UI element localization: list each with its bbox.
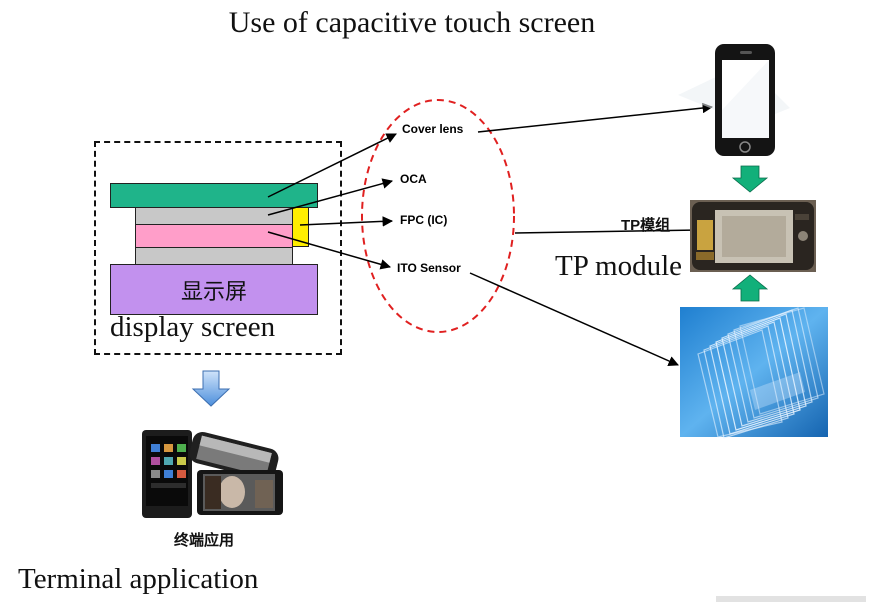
display-layer: 显示屏 (110, 264, 318, 315)
tp-module-cn-label: TP模组 (621, 217, 671, 234)
oca-leader (267, 178, 394, 216)
terminal-application-label: Terminal application (18, 563, 259, 595)
ito-sensor-label: ITO Sensor (397, 261, 461, 275)
terminal-devices-image (142, 430, 283, 518)
cover-to-glass-arrow (477, 102, 714, 133)
cover-lens-leader (267, 133, 397, 198)
watermark-smudge (716, 596, 866, 602)
display-layer-label: 显示屏 (180, 278, 247, 304)
display-screen-label: display screen (110, 311, 276, 343)
fpc-to-module-line (514, 229, 701, 234)
fpc-label: FPC (IC) (400, 213, 448, 227)
green-down-arrow (731, 165, 769, 193)
cover-lens-label: Cover lens (402, 122, 464, 136)
green-up-arrow (731, 274, 769, 302)
cover-glass-image (678, 44, 790, 156)
display-stack-frame (94, 141, 342, 355)
ito-sensor-layer (135, 224, 293, 248)
blue-down-arrow (191, 370, 231, 407)
fpc-leader (299, 216, 394, 227)
tp-module-label: TP module (555, 250, 683, 282)
layers-ellipse (361, 99, 515, 333)
oca-label: OCA (400, 172, 427, 186)
diagram-title: Use of capacitive touch screen (228, 6, 596, 39)
cover-lens-layer (110, 183, 318, 208)
fpc-ic-layer (292, 207, 309, 247)
terminal-cn-label: 终端应用 (174, 532, 235, 549)
ito-sensor-image (680, 307, 828, 439)
ito-leader (267, 231, 392, 270)
ito-to-sensor-arrow (469, 272, 679, 366)
tp-module-image (690, 200, 816, 272)
